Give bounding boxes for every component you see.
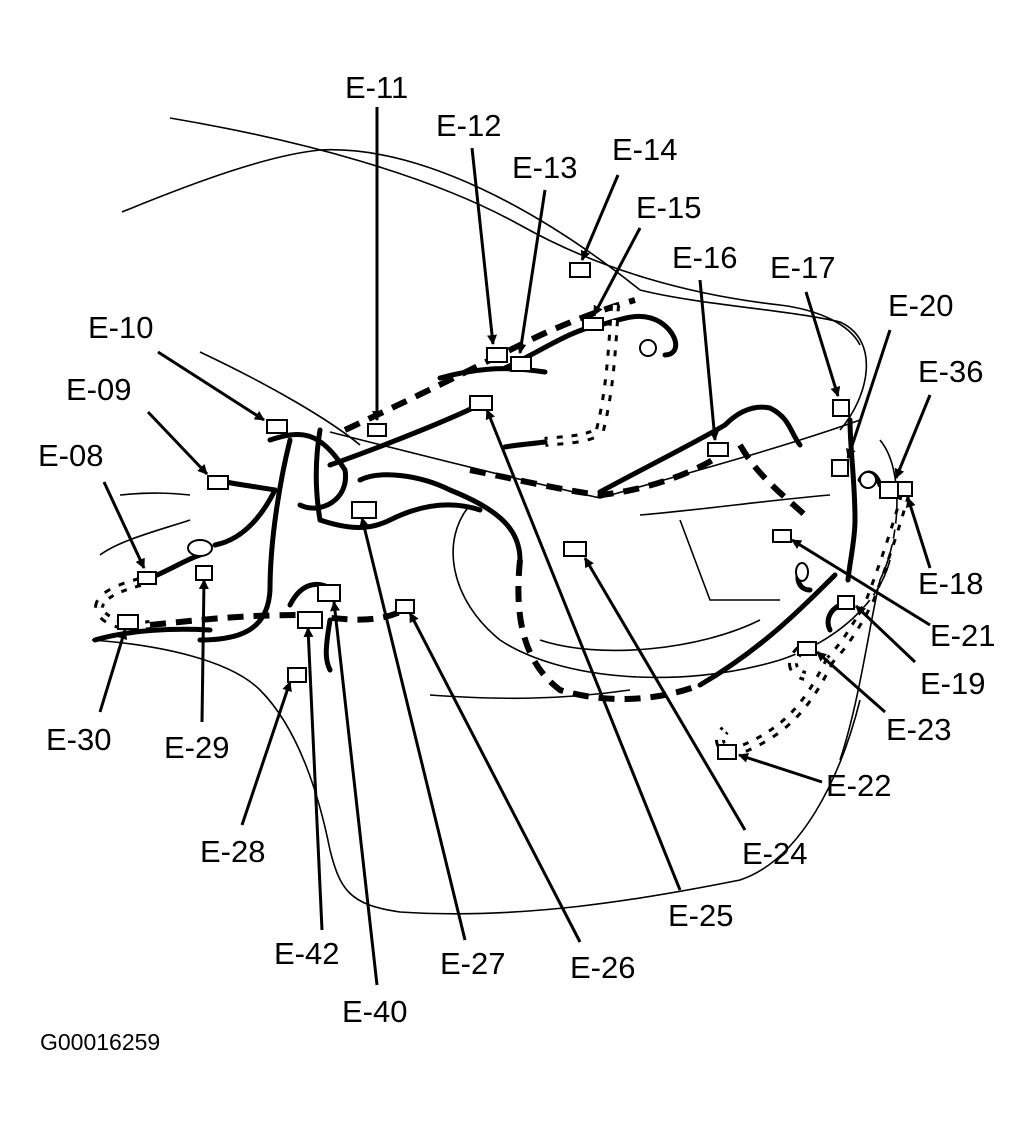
connector-e-27 <box>351 501 377 519</box>
label-e-11: E-11 <box>345 70 408 105</box>
connector-e-16 <box>707 442 729 457</box>
leader-e-16 <box>698 279 720 441</box>
leader-e-28 <box>240 681 292 826</box>
label-e-25: E-25 <box>668 898 733 933</box>
connector-e-28 <box>287 667 307 683</box>
leader-lines <box>98 107 932 986</box>
leader-e-24 <box>583 557 747 831</box>
leader-e-42 <box>303 627 324 931</box>
ground-eyelet-right <box>859 471 877 489</box>
label-e-22: E-22 <box>826 768 891 803</box>
leader-e-09 <box>146 410 209 476</box>
connector-e-42 <box>297 611 323 629</box>
label-e-29: E-29 <box>164 730 229 765</box>
label-e-12: E-12 <box>436 108 501 143</box>
connector-e-11 <box>367 423 387 437</box>
label-e-13: E-13 <box>512 150 577 185</box>
ground-eyelet <box>639 339 657 357</box>
label-e-30: E-30 <box>46 722 111 757</box>
connector-e-24 <box>563 541 587 557</box>
leader-e-10 <box>157 350 265 422</box>
leader-e-18 <box>905 497 932 569</box>
leader-e-14 <box>580 174 620 261</box>
leader-e-29 <box>198 579 209 723</box>
label-e-19: E-19 <box>920 666 985 701</box>
label-e-36: E-36 <box>918 354 983 389</box>
leader-e-40 <box>330 601 379 986</box>
figure-id: G00016259 <box>40 1029 160 1055</box>
label-e-24: E-24 <box>742 836 807 871</box>
leader-e-12 <box>470 147 498 345</box>
label-e-23: E-23 <box>886 712 951 747</box>
label-e-14: E-14 <box>612 132 677 167</box>
label-e-20: E-20 <box>888 288 953 323</box>
leader-e-19 <box>854 604 917 664</box>
leader-e-17 <box>804 291 841 397</box>
connector-e-17 <box>832 399 850 417</box>
connector-e-13 <box>510 356 532 372</box>
leader-e-21 <box>791 538 931 627</box>
connector-e-20 <box>831 459 849 477</box>
leader-e-15 <box>592 227 642 316</box>
label-e-27: E-27 <box>440 946 505 981</box>
connector-e-08 <box>137 571 157 585</box>
label-e-15: E-15 <box>636 190 701 225</box>
leader-e-23 <box>816 650 886 714</box>
leader-e-20 <box>846 329 892 459</box>
connector-e-40 <box>317 584 341 602</box>
connector-e-09 <box>207 475 229 490</box>
leader-e-36 <box>894 394 932 479</box>
connector-e-21 <box>772 529 792 543</box>
label-e-08: E-08 <box>38 438 103 473</box>
leader-e-22 <box>738 753 823 784</box>
label-e-21: E-21 <box>930 618 995 653</box>
callout-labels: E-08 E-09 E-10 E-11 E-12 E-13 E-14 E-15 … <box>38 70 995 1055</box>
label-e-18: E-18 <box>918 566 983 601</box>
wiring-harness <box>92 297 910 756</box>
connector-e-10 <box>266 419 288 434</box>
label-e-17: E-17 <box>770 250 835 285</box>
leader-e-25 <box>485 409 682 891</box>
connector-e-12 <box>486 347 508 363</box>
label-e-42: E-42 <box>274 936 339 971</box>
leader-e-13 <box>516 189 547 354</box>
leader-e-26 <box>408 612 582 943</box>
label-e-16: E-16 <box>672 240 737 275</box>
connector-e-15 <box>582 317 604 331</box>
ground-eyelet-lower <box>795 562 809 582</box>
connector-e-14 <box>569 262 591 278</box>
leader-e-30 <box>98 629 128 713</box>
label-e-28: E-28 <box>200 834 265 869</box>
connector-e-25 <box>469 395 493 411</box>
connector-e-30 <box>117 614 139 630</box>
label-e-09: E-09 <box>66 372 131 407</box>
connector-e-23 <box>797 641 817 656</box>
connector-e-19 <box>837 595 855 610</box>
connector-e-18 <box>897 481 913 497</box>
label-e-40: E-40 <box>342 994 407 1029</box>
leader-e-08 <box>102 481 146 569</box>
leader-e-27 <box>359 517 467 941</box>
label-e-10: E-10 <box>88 310 153 345</box>
connector-e-29 <box>195 565 213 581</box>
connector-e-29-grommet <box>187 539 213 557</box>
label-e-26: E-26 <box>570 950 635 985</box>
connector-e-22 <box>717 744 737 760</box>
connectors <box>117 262 913 760</box>
connector-e-36 <box>879 481 899 499</box>
connector-e-26 <box>395 599 415 614</box>
